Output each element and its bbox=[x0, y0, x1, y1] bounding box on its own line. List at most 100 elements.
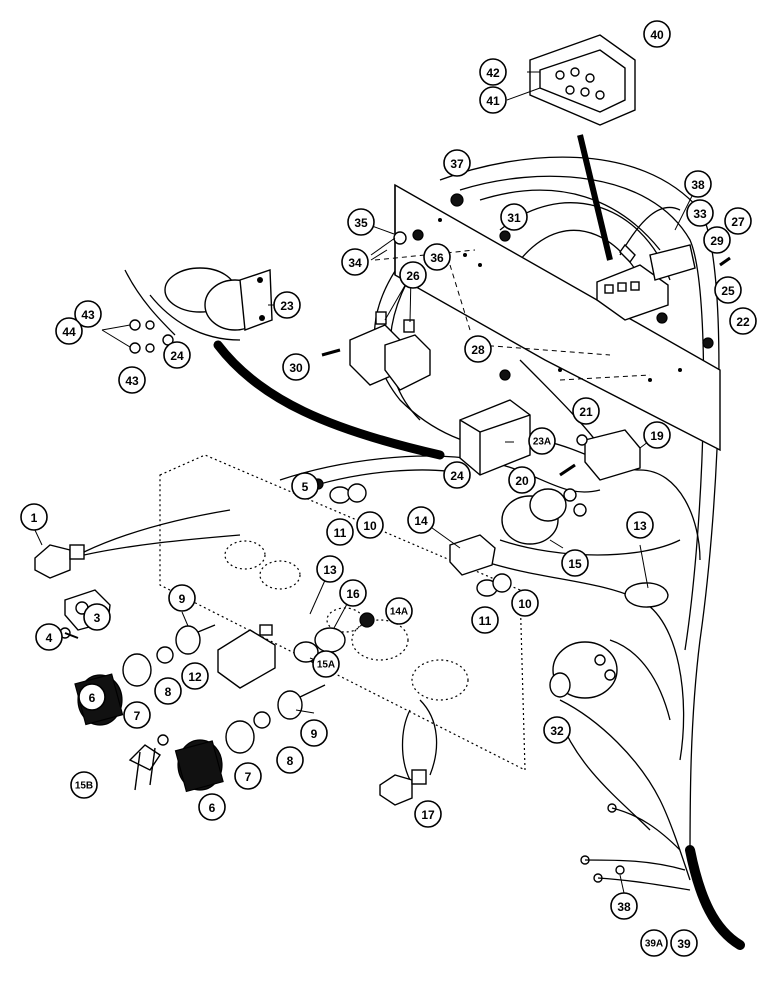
bulb-8-left bbox=[156, 646, 174, 664]
relay-box-23a bbox=[459, 399, 531, 476]
callout-circle bbox=[414, 800, 442, 828]
callout-circle bbox=[282, 353, 310, 381]
screw-35-36 bbox=[393, 229, 424, 245]
callout-bubbles: 13467891215B678915A51011131614A141510111… bbox=[20, 20, 757, 957]
nut-25 bbox=[656, 312, 668, 324]
callout-30: 30 bbox=[282, 353, 310, 381]
callout-circle bbox=[78, 683, 106, 711]
washer-11-top bbox=[329, 486, 351, 504]
lens-7-left bbox=[122, 653, 152, 687]
callout-27: 27 bbox=[724, 207, 752, 235]
callout-circle bbox=[729, 307, 757, 335]
callout-circle bbox=[643, 421, 671, 449]
callout-label: 26 bbox=[406, 269, 420, 283]
callout-circle bbox=[339, 579, 367, 607]
callout-3: 3 bbox=[83, 603, 111, 631]
terminals-38-top bbox=[619, 206, 681, 264]
callout-circle bbox=[511, 589, 539, 617]
callout-circle bbox=[312, 650, 340, 678]
callout-label: 3 bbox=[94, 611, 101, 625]
callout-29: 29 bbox=[703, 226, 731, 254]
callout-circle bbox=[273, 291, 301, 319]
callout-15: 15 bbox=[561, 549, 589, 577]
callout-11: 11 bbox=[326, 518, 354, 546]
callout-11: 11 bbox=[471, 606, 499, 634]
callout-label: 39A bbox=[645, 939, 663, 950]
callout-label: 27 bbox=[731, 215, 745, 229]
callout-circle bbox=[479, 86, 507, 114]
callout-circle bbox=[198, 793, 226, 821]
callout-label: 15B bbox=[75, 781, 93, 792]
switch-14 bbox=[449, 534, 496, 576]
light-1 bbox=[34, 509, 241, 579]
callout-label: 8 bbox=[287, 754, 294, 768]
callout-circle bbox=[341, 248, 369, 276]
callout-label: 13 bbox=[323, 563, 337, 577]
callout-label: 17 bbox=[421, 808, 435, 822]
callout-21: 21 bbox=[572, 397, 600, 425]
callout-circle bbox=[643, 20, 671, 48]
keys-15b bbox=[128, 734, 169, 791]
callout-7: 7 bbox=[234, 762, 262, 790]
connector-block-40 bbox=[529, 34, 636, 126]
callout-label: 19 bbox=[650, 429, 664, 443]
callout-label: 23A bbox=[533, 437, 551, 448]
callout-circle bbox=[528, 427, 556, 455]
callout-8: 8 bbox=[154, 677, 182, 705]
callout-label: 24 bbox=[170, 349, 184, 363]
callout-38: 38 bbox=[684, 170, 712, 198]
callout-circle bbox=[610, 892, 638, 920]
callout-label: 10 bbox=[363, 519, 377, 533]
callout-9: 9 bbox=[168, 584, 196, 612]
callout-circle bbox=[20, 503, 48, 531]
callout-40: 40 bbox=[643, 20, 671, 48]
callout-circle bbox=[291, 472, 319, 500]
callout-12: 12 bbox=[181, 662, 209, 690]
callout-label: 15A bbox=[317, 660, 335, 671]
solenoid-23 bbox=[164, 267, 273, 331]
callout-label: 44 bbox=[62, 325, 76, 339]
callout-circle bbox=[640, 929, 668, 957]
callout-circle bbox=[316, 555, 344, 583]
callout-circle bbox=[163, 341, 191, 369]
callout-label: 15 bbox=[568, 557, 582, 571]
callout-43: 43 bbox=[74, 300, 102, 328]
callout-39a: 39A bbox=[640, 929, 668, 957]
callout-39: 39 bbox=[670, 929, 698, 957]
nut-31 bbox=[499, 230, 511, 242]
callout-32: 32 bbox=[543, 716, 571, 744]
callout-label: 37 bbox=[450, 157, 464, 171]
callout-label: 11 bbox=[479, 614, 492, 628]
callout-label: 12 bbox=[188, 670, 202, 684]
socket-9-left bbox=[175, 624, 216, 655]
callout-13: 13 bbox=[316, 555, 344, 583]
screw-27 bbox=[719, 256, 731, 267]
callout-5: 5 bbox=[291, 472, 319, 500]
callout-circle bbox=[154, 677, 182, 705]
sender-13 bbox=[624, 582, 669, 608]
callout-label: 7 bbox=[134, 709, 141, 723]
callout-label: 33 bbox=[693, 207, 707, 221]
callout-circle bbox=[443, 461, 471, 489]
callout-label: 43 bbox=[81, 308, 95, 322]
nut-10-top bbox=[347, 483, 367, 503]
harness-terminals-38-bottom bbox=[580, 803, 691, 891]
callout-43: 43 bbox=[118, 366, 146, 394]
callout-38: 38 bbox=[610, 892, 638, 920]
callout-circle bbox=[399, 261, 427, 289]
callout-label: 28 bbox=[471, 343, 485, 357]
callout-label: 43 bbox=[125, 374, 139, 388]
callout-circle bbox=[443, 149, 471, 177]
callout-label: 23 bbox=[280, 299, 294, 313]
callout-23a: 23A bbox=[528, 427, 556, 455]
callout-label: 20 bbox=[515, 474, 529, 488]
callout-label: 29 bbox=[710, 234, 724, 248]
callout-label: 10 bbox=[518, 597, 532, 611]
cable-bundles bbox=[213, 134, 745, 950]
lens-7-right bbox=[225, 720, 255, 754]
callout-circle bbox=[686, 199, 714, 227]
callout-44: 44 bbox=[55, 317, 83, 345]
callout-circle bbox=[703, 226, 731, 254]
callout-41: 41 bbox=[479, 86, 507, 114]
callout-label: 21 bbox=[579, 405, 593, 419]
